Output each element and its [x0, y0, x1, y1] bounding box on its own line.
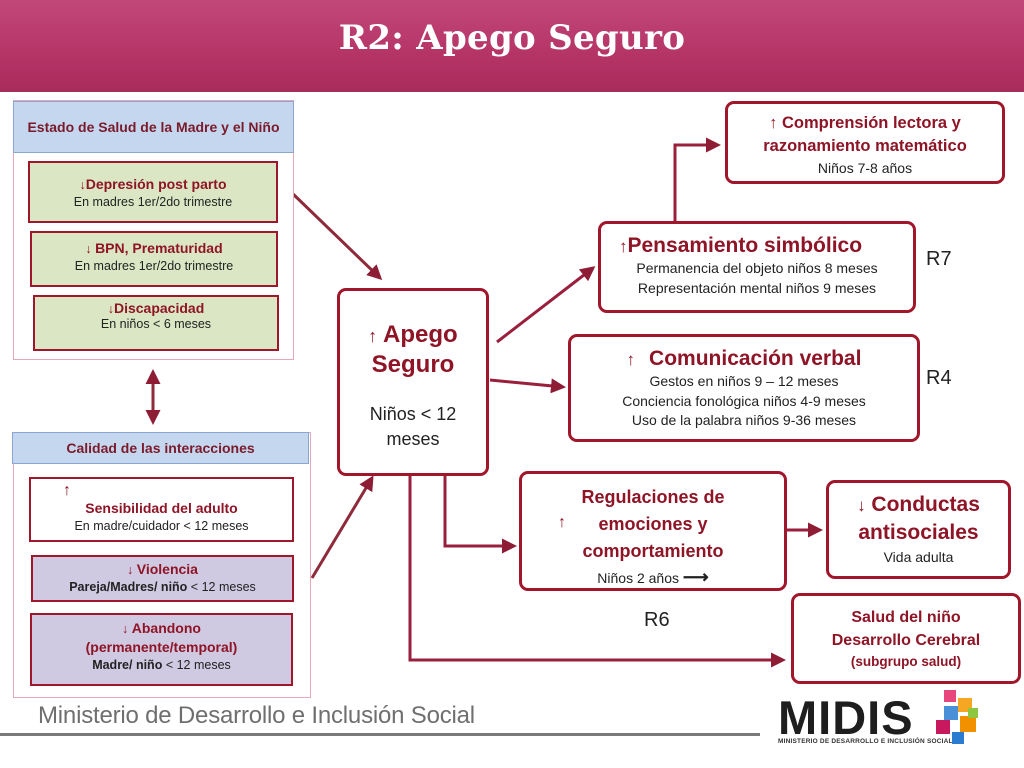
depresion-box: ↓Depresión post parto En madres 1er/2do … — [28, 161, 278, 223]
discapacidad-box: ↓Discapacidad En niños < 6 meses — [33, 295, 279, 351]
comprension-title-2: razonamiento matemático — [763, 137, 967, 156]
up-arrow-icon: ↑ — [769, 114, 778, 132]
estado-salud-header: Estado de Salud de la Madre y el Niño — [13, 101, 294, 153]
label-r6: R6 — [644, 609, 670, 631]
arrow-apego-to-comunicacion — [489, 378, 566, 394]
down-arrow-icon: ↓ — [79, 178, 86, 192]
arrow-pensamiento-to-comprension — [673, 137, 721, 222]
arrow-interacciones-to-apego — [310, 475, 374, 579]
conductas-box: ↓ Conductas antisociales Vida adulta — [826, 480, 1011, 579]
abandono-box: ↓ Abandono (permanente/temporal) Madre/ … — [30, 613, 293, 686]
discapacidad-title: Discapacidad — [113, 300, 205, 316]
comunicacion-title: Comunicación verbal — [649, 347, 862, 370]
violencia-detail: < 12 meses — [187, 579, 256, 594]
up-arrow-icon: ↑ — [626, 350, 636, 369]
down-arrow-icon: ↓ — [85, 242, 92, 256]
discapacidad-detail: En niños < 6 meses — [100, 316, 212, 331]
arrow-estado-to-apego — [290, 191, 383, 281]
conductas-title-1: Conductas — [871, 493, 980, 516]
violencia-box: ↓ Violencia Pareja/Madres/ niño < 12 mes… — [31, 555, 294, 602]
violencia-detail-bold: Pareja/Madres/ niño — [69, 579, 188, 594]
abandono-detail: < 12 meses — [162, 657, 231, 672]
bpn-detail: En madres 1er/2do trimestre — [74, 258, 234, 273]
salud-box: Salud del niño Desarrollo Cerebral (subg… — [791, 593, 1021, 684]
up-arrow-icon: ↑ — [558, 514, 566, 531]
salud-detail: (subgrupo salud) — [850, 654, 962, 670]
regulaciones-title-2: emociones y — [598, 514, 708, 534]
down-arrow-icon: ↓ — [107, 302, 114, 316]
regulaciones-title-1: Regulaciones de — [581, 487, 725, 507]
pensamiento-line-2: Representación mental niños 9 meses — [637, 279, 877, 296]
down-arrow-icon: ↓ — [122, 622, 129, 636]
arrow-apego-to-regulaciones — [443, 476, 517, 554]
conductas-detail: Vida adulta — [883, 548, 954, 565]
regulaciones-title-3: comportamiento — [582, 541, 724, 561]
comunicacion-line-3: Uso de la palabra niños 9-36 meses — [631, 411, 857, 428]
bpn-title: BPN, Prematuridad — [95, 240, 223, 256]
comunicacion-line-2: Conciencia fonológica niños 4-9 meses — [622, 392, 866, 409]
logo-subtitle: MINISTERIO DE DESARROLLO E INCLUSIÓN SOC… — [778, 738, 953, 745]
logo-squares-icon — [936, 690, 978, 744]
comprension-title-1: Comprensión lectora y — [782, 114, 961, 132]
apego-title-1: Apego — [383, 321, 458, 348]
up-arrow-icon: ↑ — [619, 237, 628, 256]
up-arrow-icon: ↑ — [368, 326, 378, 346]
footer-divider — [0, 733, 760, 736]
pensamiento-line-1: Permanencia del objeto niños 8 meses — [636, 260, 878, 277]
regulaciones-box: Regulaciones de ↑ emociones y comportamie… — [519, 471, 787, 591]
label-r4: R4 — [926, 367, 952, 389]
comunicacion-box: ↑ Comunicación verbal Gestos en niños 9 –… — [568, 334, 920, 442]
interacciones-header: Calidad de las interacciones — [12, 432, 309, 464]
slide-title: R2: Apego Seguro — [338, 18, 686, 58]
salud-title-2: Desarrollo Cerebral — [831, 632, 981, 650]
arrow-apego-to-salud — [408, 476, 786, 668]
up-arrow-icon: ↑ — [63, 482, 71, 499]
label-r7: R7 — [926, 248, 952, 270]
regulaciones-detail: Niños 2 años — [597, 570, 679, 586]
ministry-footer-text: Ministerio de Desarrollo e Inclusión Soc… — [38, 702, 475, 729]
comprension-box: ↑ Comprensión lectora y razonamiento mat… — [725, 101, 1005, 184]
sensibilidad-title: Sensibilidad del adulto — [85, 500, 238, 516]
logo-wordmark: MIDIS — [778, 691, 914, 744]
depresion-detail: En madres 1er/2do trimestre — [73, 194, 233, 209]
depresion-title: Depresión post parto — [85, 176, 227, 192]
abandono-detail-bold: Madre/ niño — [92, 657, 163, 672]
bpn-box: ↓ BPN, Prematuridad En madres 1er/2do tr… — [30, 231, 278, 287]
down-arrow-icon: ↓ — [127, 563, 134, 577]
apego-detail-1: Niños < 12 — [369, 404, 457, 425]
salud-title-1: Salud del niño — [851, 609, 961, 626]
comunicacion-line-1: Gestos en niños 9 – 12 meses — [649, 373, 839, 390]
apego-title-2: Seguro — [371, 351, 455, 379]
pensamiento-title: Pensamiento simbólico — [627, 234, 863, 257]
down-arrow-icon: ↓ — [857, 496, 866, 515]
comprension-detail: Niños 7-8 años — [817, 160, 913, 177]
midis-logo: MIDIS MINISTERIO DE DESARROLLO E INCLUSI… — [778, 690, 998, 750]
violencia-title: Violencia — [136, 561, 198, 577]
right-arrow-icon: ⟶ — [682, 567, 709, 587]
apego-detail-2: meses — [386, 429, 440, 450]
conductas-title-2: antisociales — [858, 521, 979, 545]
abandono-subtitle: (permanente/temporal) — [85, 638, 238, 655]
pensamiento-box: ↑Pensamiento simbólico Permanencia del o… — [598, 221, 916, 313]
sensibilidad-box: ↑ Sensibilidad del adulto En madre/cuida… — [29, 477, 294, 542]
apego-seguro-box: ↑ Apego Seguro Niños < 12 meses — [337, 288, 489, 476]
arrow-apego-to-pensamiento — [496, 266, 596, 344]
sensibilidad-detail: En madre/cuidador < 12 meses — [74, 518, 249, 533]
abandono-title: Abandono — [131, 620, 201, 636]
title-bar: R2: Apego Seguro — [0, 0, 1024, 92]
